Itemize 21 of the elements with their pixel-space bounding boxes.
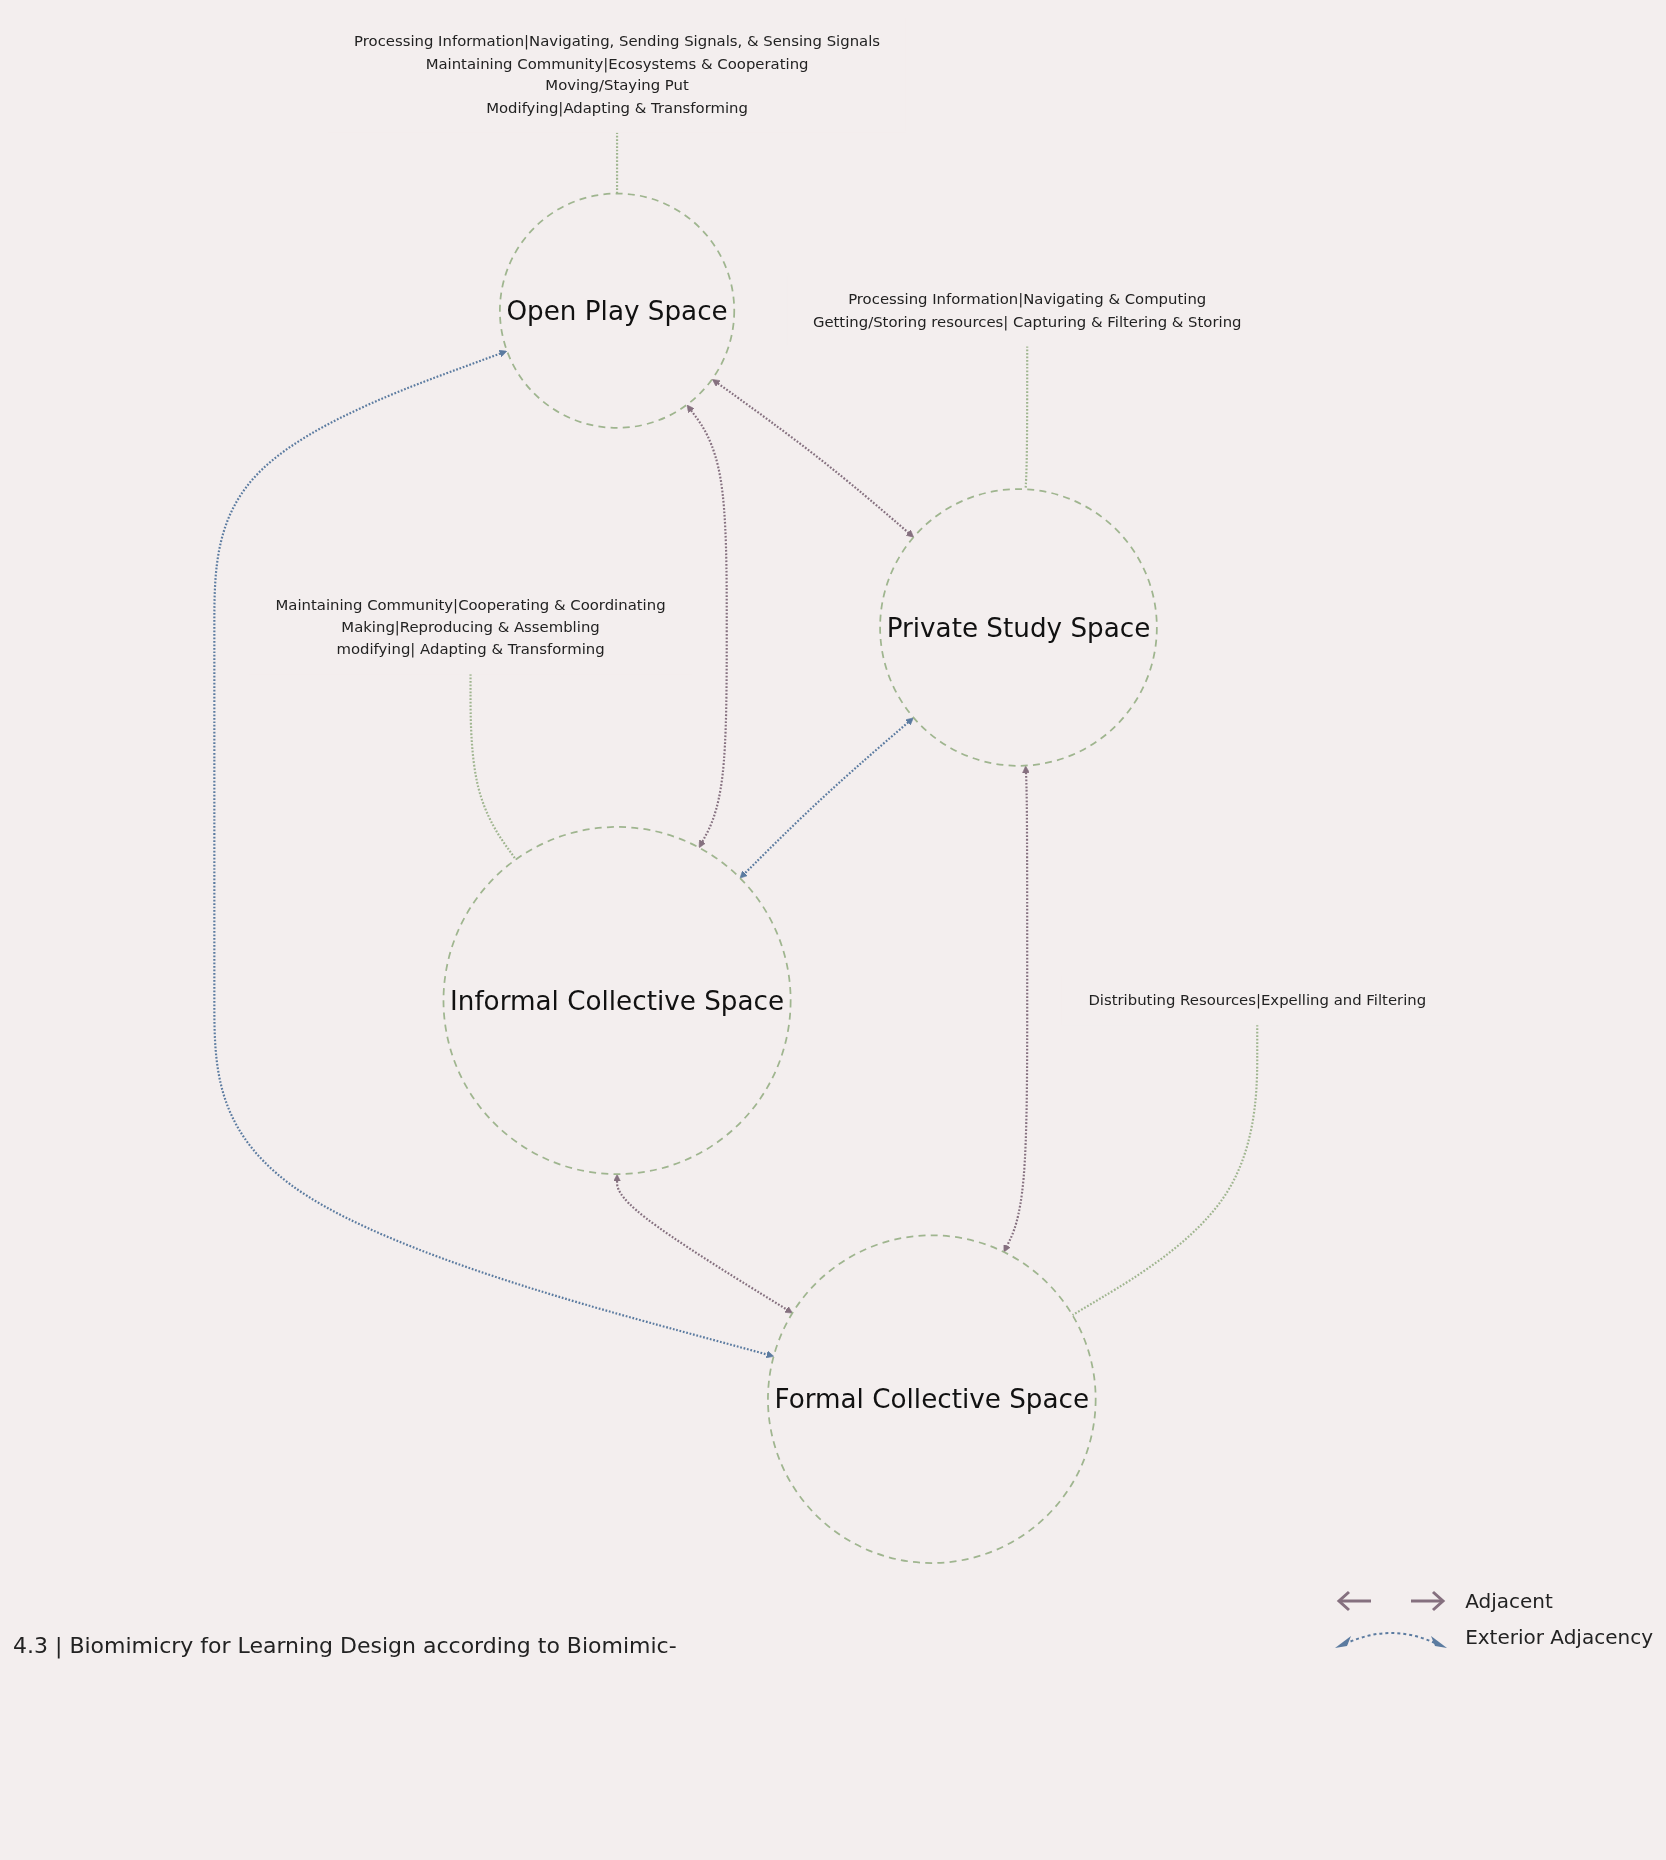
arrow <box>711 379 914 538</box>
figure-caption: 4.3 | Biomimicry for Learning Design according to Biomimic- <box>13 1633 677 1658</box>
arrow <box>612 1174 793 1314</box>
arrow <box>686 404 728 848</box>
arrow <box>1003 765 1030 1253</box>
node-text: Processing Information|Navigating, Sending Signals, & Sensing Signals Maintaining Community|Ecosystems & Cooperating Moving/Staying Put Modifying|Adapting & Transforming <box>353 31 880 117</box>
legend-label: Exterior Adjacency <box>1465 1625 1653 1649</box>
node-circle: Open Play Space <box>498 192 735 429</box>
node-text: Maintaining Community|Cooperating & Coordinating Making|Reproducing & Assembling modifying| Adapting & Transforming <box>275 595 666 658</box>
node-text: Distributing Resources|Expelling and Filtering <box>1088 991 1426 1009</box>
node-circle: Private Study Space <box>878 488 1158 767</box>
legend-label: Adjacent <box>1465 1589 1553 1613</box>
node-circle: Formal Collective Space <box>766 1234 1097 1564</box>
node-circle: Informal Collective Space <box>442 826 792 1175</box>
arrow <box>212 349 774 1359</box>
connector <box>469 673 517 861</box>
node-text: Processing Information|Navigating & Computing Getting/Storing resources| Capturing & Filtering & Storing <box>812 290 1242 330</box>
connector <box>1024 346 1028 490</box>
connector <box>615 132 618 194</box>
arrow <box>739 717 914 879</box>
connector <box>1071 1024 1258 1317</box>
